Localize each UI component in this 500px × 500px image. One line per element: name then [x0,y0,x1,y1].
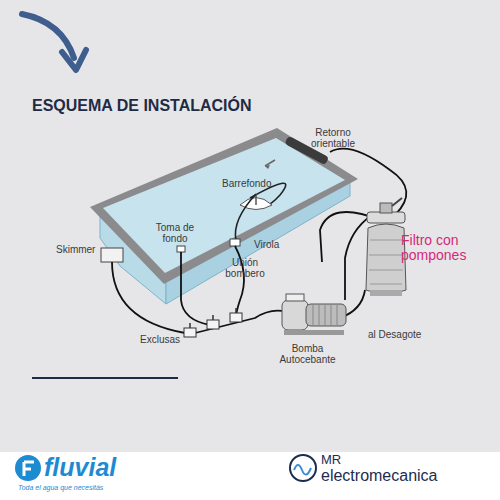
part-label: Skimmer [56,244,101,255]
part-label: Toma de fondo [150,222,200,244]
pool-deck [90,128,358,284]
brand-text: electromecanica [321,467,481,485]
pool-water [103,138,345,273]
pump [282,294,346,335]
fluvial-logo-mark [15,455,41,481]
brand-text: MR [321,453,361,467]
vacuum-hose [235,194,256,240]
decor-rule [32,377,178,379]
pipes [112,149,406,333]
part-label: Exclusas [140,334,185,345]
brand-text: fluvial [44,454,154,482]
sand-filter [366,198,406,296]
mr-logo-mark [294,465,311,475]
flow-mark [265,165,270,169]
main-drain [177,246,185,252]
part-label: Bomba Autocebante [270,343,345,365]
part-label: Unión bombero [220,257,270,279]
mr-logo-mark [290,455,316,481]
part-label: Retorno orientable [298,127,368,149]
decor-arrowhead [62,50,86,70]
skimmer-box [101,248,123,262]
vacuum-fitting [230,239,240,246]
fluvial-logo-mark [24,462,34,476]
part-label: Barrefondo [222,178,282,189]
background-panel [0,0,500,452]
part-label: Filtro con pompones [401,233,496,264]
part-label: al Desagote [368,329,438,340]
flow-mark [265,160,275,166]
brand-text: Toda el agua que necesitás [18,484,148,492]
part-label: Virola [254,239,294,250]
diagram-title: ESQUEMA DE INSTALACIÓN [32,97,252,115]
decor-arrow [22,14,74,58]
valves [184,308,242,337]
